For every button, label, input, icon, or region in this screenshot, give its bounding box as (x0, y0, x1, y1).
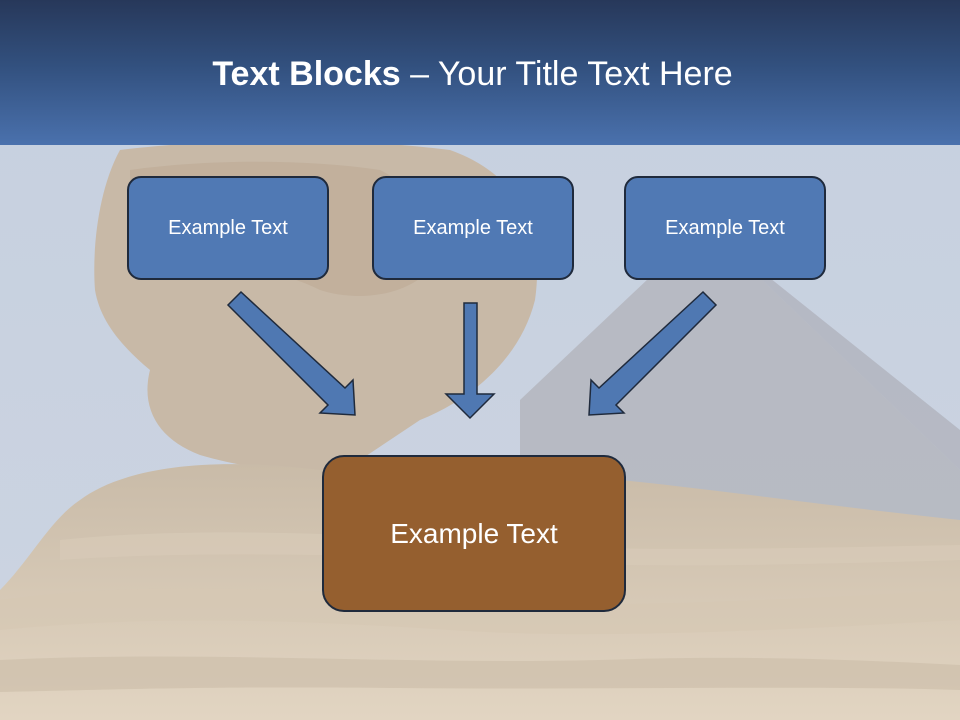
text-block-bottom-label: Example Text (390, 517, 558, 549)
text-block-middle-label: Example Text (413, 216, 533, 239)
text-block-bottom[interactable]: Example Text (322, 455, 626, 612)
text-block-right[interactable]: Example Text (624, 176, 826, 280)
arrow-right-down-left (588, 290, 718, 416)
text-block-right-label: Example Text (665, 216, 785, 239)
title-bold-text: Text Blocks (212, 55, 401, 93)
text-block-left[interactable]: Example Text (127, 176, 329, 280)
text-block-middle[interactable]: Example Text (372, 176, 574, 280)
title-bar: Text Blocks – Your Title Text Here (0, 0, 960, 145)
arrow-left-down-right (226, 290, 356, 416)
slide-title: Text Blocks – Your Title Text Here (0, 52, 945, 96)
arrow-middle-down (444, 302, 496, 420)
text-block-left-label: Example Text (168, 216, 288, 239)
title-dash: – (410, 55, 430, 93)
title-rest-text: Your Title Text Here (437, 55, 733, 93)
